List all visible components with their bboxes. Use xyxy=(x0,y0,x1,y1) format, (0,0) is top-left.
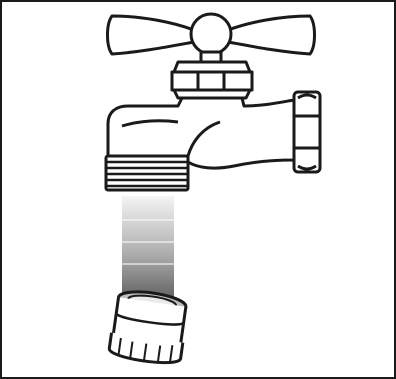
aerator-icon xyxy=(107,290,188,365)
faucet-body-icon xyxy=(106,96,296,170)
packing-nut-icon xyxy=(170,60,254,100)
motion-beam xyxy=(122,196,174,302)
pipe-fitting-icon xyxy=(292,90,322,174)
faucet-illustration xyxy=(104,12,322,365)
threaded-spout-icon xyxy=(104,154,190,192)
faucet-handle-icon xyxy=(106,12,316,64)
